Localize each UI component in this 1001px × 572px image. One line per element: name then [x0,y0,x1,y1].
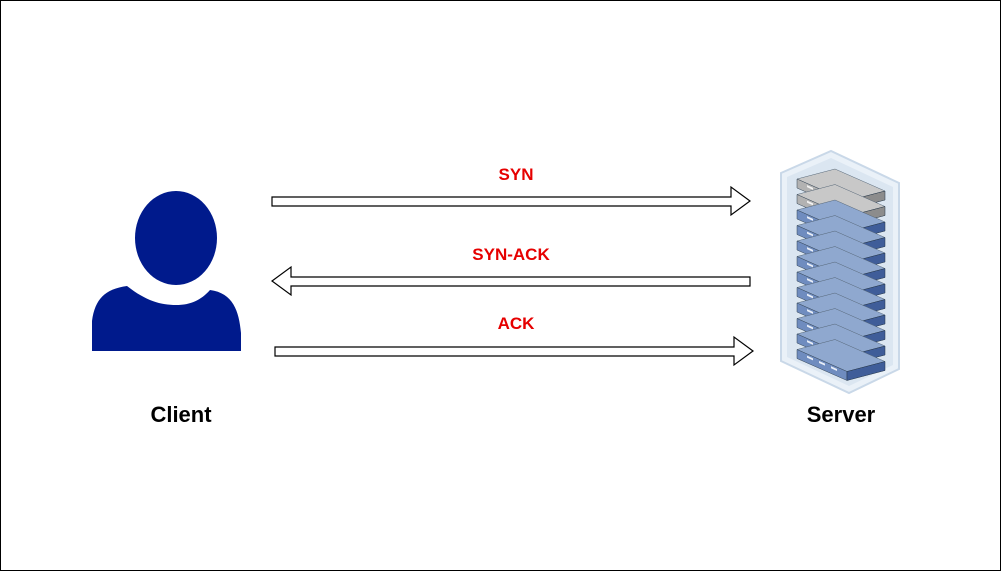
rack-unit-12-led [807,355,813,361]
ack-arrow [274,335,755,367]
rack-unit-12-led [831,366,837,371]
syn-arrow [271,185,752,217]
rack-unit-12-led [819,360,825,366]
user-icon [92,191,241,351]
rack-unit-11-led [807,340,813,345]
server-rack-icon [780,149,900,395]
rack-unit-7-led [807,278,813,283]
rack-unit-8-led [807,293,813,299]
rack-unit-12-side [846,361,886,381]
ack-label: ACK [497,314,535,333]
syn-ack-label: SYN-ACK [472,245,550,264]
syn-ack-arrow [270,265,751,297]
rack-unit-2-led [807,200,813,206]
server-label: Server [806,402,876,427]
rack-unit-4-led [807,231,813,237]
rack-unit-3-led [807,216,813,221]
rack-unit-10-led [807,324,813,330]
rack-unit-9-led [807,309,813,314]
client-label: Client [150,402,212,427]
rack-unit-1-led [807,185,813,190]
rack-unit-5-led [807,247,813,252]
rack-unit-6-led [807,262,813,268]
syn-label: SYN [498,165,534,184]
